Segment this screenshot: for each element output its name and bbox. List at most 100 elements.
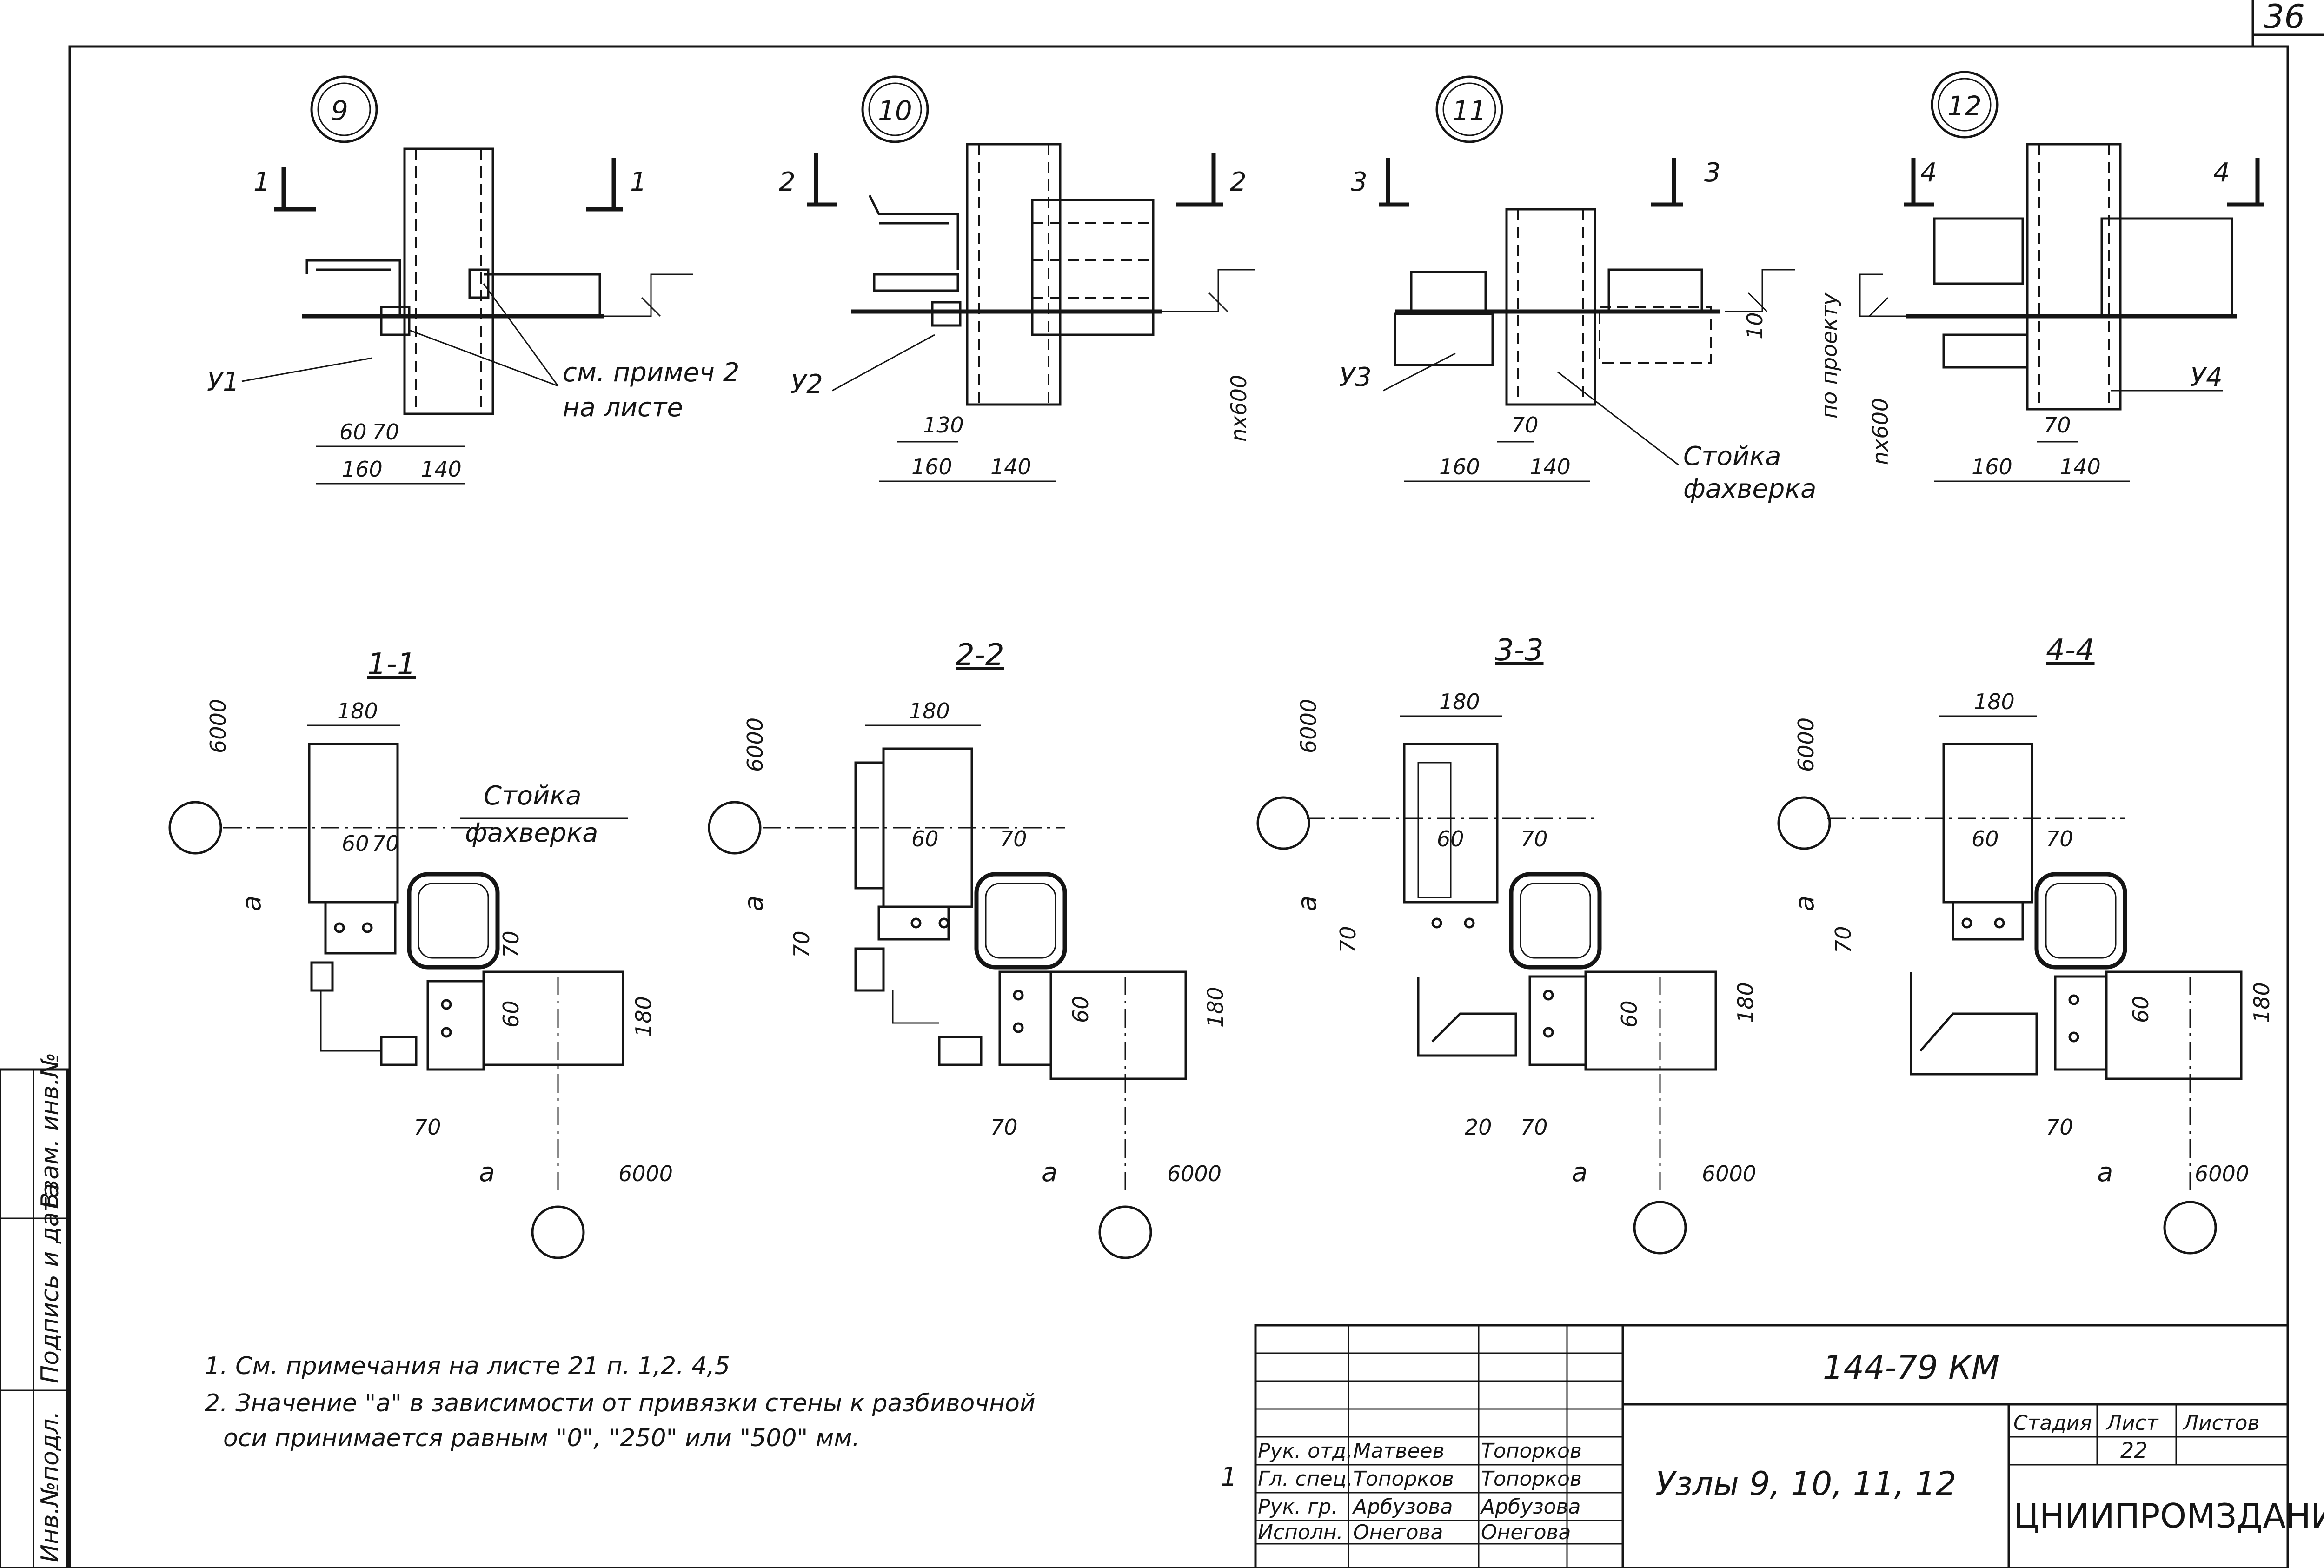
role-1: Рук. отд. — [1258, 1439, 1353, 1463]
section-4-4-dim-60v: 60 — [2128, 996, 2153, 1023]
section-4-4-bolt — [2068, 1031, 2079, 1043]
sheet-corner-number: 36 — [2264, 0, 2305, 36]
section-2-2-bottom: 70 — [990, 1115, 1018, 1140]
node-12-level-mark — [1859, 273, 1906, 317]
note-line-1: 1. См. примечания на листе 21 п. 1,2. 4,… — [205, 1352, 730, 1380]
section-4-4-column — [1942, 743, 2033, 904]
section-1-1-post — [407, 872, 500, 970]
section-2-2-pitch-v: 6000 — [743, 718, 768, 772]
section-3-3-post — [1509, 872, 1602, 970]
section-1-1-callout-line-1: Стойка — [484, 781, 582, 811]
section-4-4-dim-70: 70 — [2046, 826, 2073, 851]
node-12-dim-160: 160 — [1972, 454, 2012, 479]
section-2-2-post — [974, 872, 1067, 970]
node-11-gap: 10 — [1742, 312, 1767, 339]
node-12-marker — [1931, 71, 1999, 139]
section-2-2-bolt — [910, 917, 922, 929]
node-12-cut-right: 4 — [2213, 158, 2230, 188]
node-9-marker-inner — [317, 82, 371, 136]
node-10-element: У2 — [790, 369, 823, 399]
section-1-1-width: 180 — [337, 698, 378, 724]
section-4-4-side: 180 — [2249, 982, 2274, 1023]
section-2-2-dim-70b: 70 — [789, 930, 814, 958]
general-notes: 1. См. примечания на листе 21 п. 1,2. 4,… — [205, 1352, 1036, 1452]
name-1: Матвеев — [1353, 1439, 1445, 1463]
sheet-frame — [68, 45, 2289, 1568]
section-1-1-column — [308, 743, 399, 904]
section-1-1-pitch-v: 6000 — [206, 699, 231, 753]
node-9-leader-note — [483, 283, 559, 386]
revision-mark: 1 — [1221, 1462, 1237, 1492]
node-12-left-block — [1933, 217, 2024, 285]
node-9-dim-140: 140 — [421, 457, 462, 482]
section-1-1-bolt — [362, 922, 373, 933]
section-2-2-clip-line — [892, 990, 939, 1024]
section-1-1-pitch-h: 6000 — [618, 1161, 673, 1186]
node-10-height-mark: nх600 — [1226, 375, 1251, 442]
node-12-right-channel — [2100, 217, 2233, 316]
node-9-level-mark — [604, 273, 693, 317]
sheet-label: Лист — [2105, 1411, 2159, 1435]
document-code: 144-79 КМ — [1823, 1349, 1999, 1387]
section-3-3-extra: 20 — [1465, 1115, 1492, 1140]
node-10-angle — [873, 273, 959, 292]
section-4-4-width: 180 — [1974, 689, 2015, 714]
section-1-1-clip-line — [320, 990, 381, 1052]
node-9-cut-right: 1 — [630, 167, 647, 197]
section-4-4-girt — [2105, 970, 2243, 1080]
section-2-2-axis-bubble — [1098, 1205, 1152, 1259]
section-3-3-corner — [1417, 977, 1517, 1057]
section-1-1: 1-1 180 6000 6000 a a 60 70 70 60 180 70… — [168, 647, 673, 1259]
section-1-1-side: 180 — [631, 996, 656, 1037]
node-11-cut-right: 3 — [1704, 158, 1721, 188]
section-2-2-clip — [854, 947, 885, 992]
section-4-4-lower-plate — [2054, 975, 2108, 1071]
section-2-2-offset-h: a — [1042, 1157, 1057, 1188]
node-12-number: 12 — [1947, 90, 1982, 122]
node-9-bolt-block — [468, 268, 490, 299]
node-11-level-mark — [1725, 269, 1795, 312]
node-11-leader-callout — [1557, 371, 1679, 466]
section-1-1-bolt — [334, 922, 345, 933]
sign-4: Онегова — [1481, 1521, 1571, 1544]
section-1-1-bottom: 70 — [414, 1115, 441, 1140]
node-12-column — [2026, 143, 2122, 411]
section-1-1-axis-bubble — [531, 1205, 585, 1259]
node-11-left-plate — [1394, 312, 1494, 366]
section-3-3-bolt — [1431, 917, 1442, 929]
node-11-right-block — [1607, 268, 1703, 313]
role-3: Рук. гр. — [1258, 1495, 1338, 1519]
section-1-1-offset-v: a — [237, 896, 267, 911]
section-2-2-girt — [1049, 970, 1187, 1080]
section-1-1-dim-60: 60 — [342, 831, 369, 856]
node-11-dim-160: 160 — [1439, 454, 1480, 479]
section-2-2-dim-60: 60 — [911, 826, 939, 851]
section-2-2-axis-bubble — [708, 801, 762, 855]
section-4-4-offset-v: a — [1790, 896, 1820, 911]
node-11-marker — [1435, 75, 1503, 143]
section-2-2-dim-70: 70 — [1000, 826, 1027, 851]
section-1-1-axis-bubble — [168, 801, 222, 855]
node-10-detail: 10 2 2 nх600 У2 130 160 140 — [779, 75, 1255, 482]
node-11-leader-element — [1383, 352, 1456, 392]
section-2-2-base-plate — [877, 905, 950, 941]
node-10-dim-160: 160 — [911, 454, 952, 479]
node-12-element: У4 — [2190, 362, 2223, 392]
node-10-marker-inner — [868, 82, 922, 136]
section-4-4-bolt — [1994, 917, 2005, 929]
node-9-marker — [310, 75, 378, 143]
section-3-3-axis-bubble — [1633, 1201, 1687, 1255]
section-3-3-post-inner — [1520, 883, 1591, 959]
side-stamp-replacement: Взам. инв.№ — [36, 1052, 64, 1209]
node-11-dim-140: 140 — [1530, 454, 1571, 479]
name-3: Арбузова — [1352, 1495, 1453, 1519]
section-3-3-pitch-v: 6000 — [1296, 699, 1321, 753]
section-3-3-column — [1403, 743, 1499, 904]
section-4-4-pitch-h: 6000 — [2195, 1161, 2249, 1186]
section-1-1-clip — [380, 1036, 418, 1066]
section-2-2-bolt — [1013, 990, 1024, 1001]
side-stamp-inventory: Инв.№подл. — [36, 1411, 64, 1562]
sheet-value: 22 — [2120, 1438, 2148, 1463]
node-9-leader-note — [409, 329, 558, 387]
